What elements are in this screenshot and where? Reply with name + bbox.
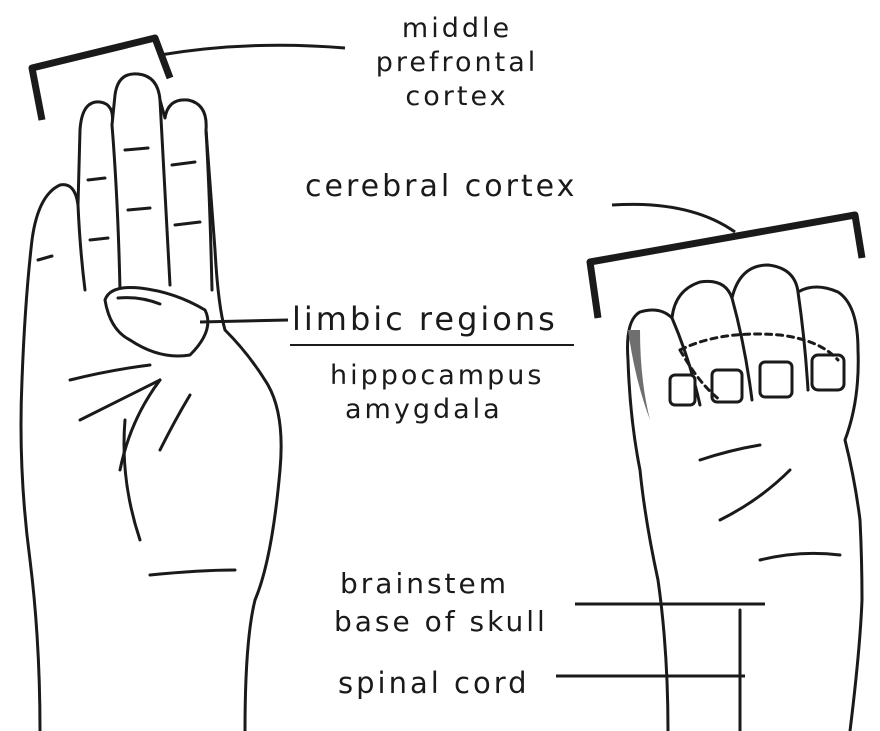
limbic-leader — [200, 320, 288, 322]
spinal-cord-label: spinal cord — [338, 669, 530, 698]
fist — [628, 265, 863, 731]
brainstem-label: brainstem — [340, 570, 509, 598]
limbic-regions-underline — [290, 344, 574, 346]
cerebral-cortex-leader — [612, 204, 735, 232]
mpc-line-3: cortex — [362, 80, 552, 114]
middle-prefrontal-cortex-label: middle prefrontal cortex — [362, 12, 552, 114]
limbic-regions-label: limbic regions — [292, 303, 558, 335]
mpc-line-1: middle — [362, 12, 552, 46]
open-hand-outline — [21, 74, 281, 731]
amygdala-label: amygdala — [345, 396, 503, 423]
open-hand — [21, 74, 281, 731]
cerebral-cortex-label: cerebral cortex — [305, 172, 577, 202]
hippocampus-label: hippocampus — [330, 362, 544, 389]
mpc-line-2: prefrontal — [362, 46, 552, 80]
base-of-skull-label: base of skull — [334, 608, 548, 636]
middle-prefrontal-leader — [160, 45, 345, 55]
